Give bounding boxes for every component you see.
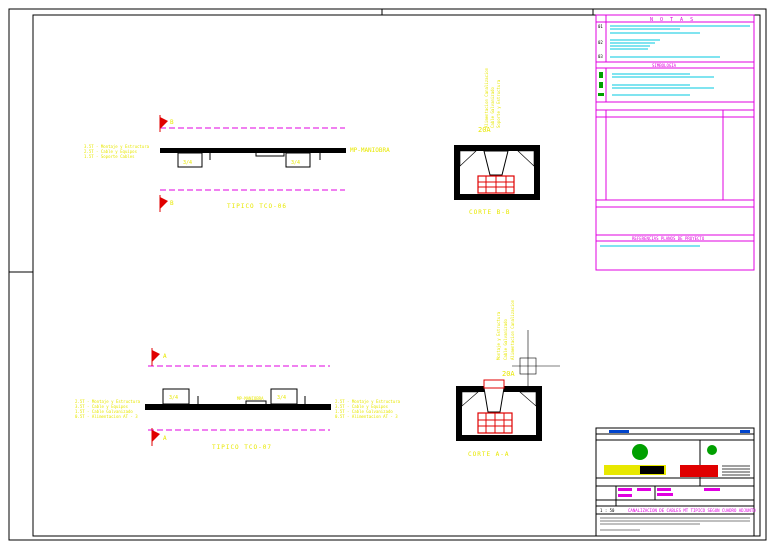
notes-header: N O T A S <box>650 17 695 23</box>
section-flag-icon <box>152 430 160 442</box>
manhole <box>255 150 285 157</box>
svg-text:A: A <box>163 435 167 442</box>
section-marker-bottom: B <box>170 200 174 207</box>
svg-text:1.5T - Cable Galvanizado: 1.5T - Cable Galvanizado <box>75 409 133 414</box>
svg-text:02: 02 <box>598 40 603 45</box>
references-header: REFERENCIAS PLANOS DE PROYECTO <box>632 236 705 241</box>
cable-box-left <box>162 388 190 405</box>
upper-note-1: 3.5T - Montaje y Estructura <box>84 144 150 149</box>
cable-box-right <box>285 152 311 168</box>
cable-box-right <box>270 388 298 405</box>
svg-text:Alimentacion Canalizacion: Alimentacion Canalizacion <box>510 299 515 360</box>
inner-border <box>32 14 761 537</box>
section-flag-icon <box>160 197 168 209</box>
section-a: Montaje y Estructura Cable Galvanizado A… <box>456 299 560 458</box>
logo-icon <box>632 444 648 460</box>
svg-text:3/4: 3/4 <box>277 395 286 401</box>
title-block: 1 : 50 CANALIZACION DE CABLES MT TIPICO … <box>595 427 756 537</box>
svg-text:3/4: 3/4 <box>183 160 192 166</box>
upper-note-3: 1.5T - Soporte Cables <box>84 154 135 159</box>
svg-text:3/4: 3/4 <box>291 160 300 166</box>
slab <box>160 148 346 153</box>
notes-panel: N O T A S 01 02 03 SIMBOLOGIA <box>595 14 755 271</box>
section-b: Alimentacion Canalizacion Cable Galvaniz… <box>454 67 540 216</box>
svg-text:20A: 20A <box>502 370 515 378</box>
cable-bundle <box>483 379 505 389</box>
scale-label: 1 : 50 <box>600 508 615 513</box>
svg-text:Cable Galvanizado: Cable Galvanizado <box>490 86 495 128</box>
svg-text:03: 03 <box>598 54 603 59</box>
section-flag-icon <box>152 350 160 362</box>
svg-text:Soporte y Estructura: Soporte y Estructura <box>496 79 501 128</box>
drawing-title: CANALIZACION DE CABLES MT TIPICO SEGUN C… <box>628 508 756 513</box>
svg-text:Montaje y Estructura: Montaje y Estructura <box>496 311 501 360</box>
svg-text:2.5T - Montaje y Estructura: 2.5T - Montaje y Estructura <box>75 399 141 404</box>
svg-text:2.5T - Montaje y Estructura: 2.5T - Montaje y Estructura <box>335 399 401 404</box>
upper-caption: TIPICO TCO-06 <box>227 203 287 210</box>
slab <box>145 404 331 410</box>
upper-plan: B B 3/4 3/4 3.5T - Montaje y Estructura … <box>84 115 390 212</box>
lower-caption: TIPICO TCO-07 <box>212 444 272 451</box>
svg-text:3/4: 3/4 <box>169 395 178 401</box>
svg-text:0.5T - Alimentacion AT - 3: 0.5T - Alimentacion AT - 3 <box>75 414 138 419</box>
upper-note-2: 2.5T - Cable y Equipos <box>84 149 138 154</box>
outer-border <box>8 8 767 541</box>
svg-text:MP-MANIOBRA: MP-MANIOBRA <box>237 396 264 401</box>
svg-text:0.5T - Alimentacion AT - 3: 0.5T - Alimentacion AT - 3 <box>335 414 398 419</box>
svg-text:3.5T - Cable y Equipos: 3.5T - Cable y Equipos <box>335 404 389 409</box>
hopper <box>483 150 509 176</box>
section-b-label: 20A <box>478 126 491 134</box>
upper-right-note: MP-MANIOBRA <box>350 147 390 154</box>
legend-header: SIMBOLOGIA <box>652 63 677 68</box>
section-marker-top: B <box>170 119 174 126</box>
cable-box-left <box>177 152 203 168</box>
svg-text:1.5T - Cable Galvanizado: 1.5T - Cable Galvanizado <box>335 409 393 414</box>
section-a-caption: CORTE A-A <box>468 451 510 458</box>
manhole <box>245 400 267 406</box>
svg-text:Cable Galvanizado: Cable Galvanizado <box>503 318 508 360</box>
svg-text:01: 01 <box>598 24 603 29</box>
lower-plan: A A 3/4 3/4 MP-MANIOBRA 2.5T - Montaje y… <box>75 348 401 451</box>
company-logo-icon <box>707 445 717 455</box>
svg-text:3.5T - Cable y Equipos: 3.5T - Cable y Equipos <box>75 404 129 409</box>
note-lines <box>610 25 750 58</box>
section-flag-icon <box>160 117 168 129</box>
project-banner <box>604 465 666 475</box>
section-b-caption: CORTE B-B <box>469 209 511 216</box>
svg-text:Alimentacion Canalizacion: Alimentacion Canalizacion <box>484 67 489 128</box>
svg-text:A: A <box>163 353 167 360</box>
